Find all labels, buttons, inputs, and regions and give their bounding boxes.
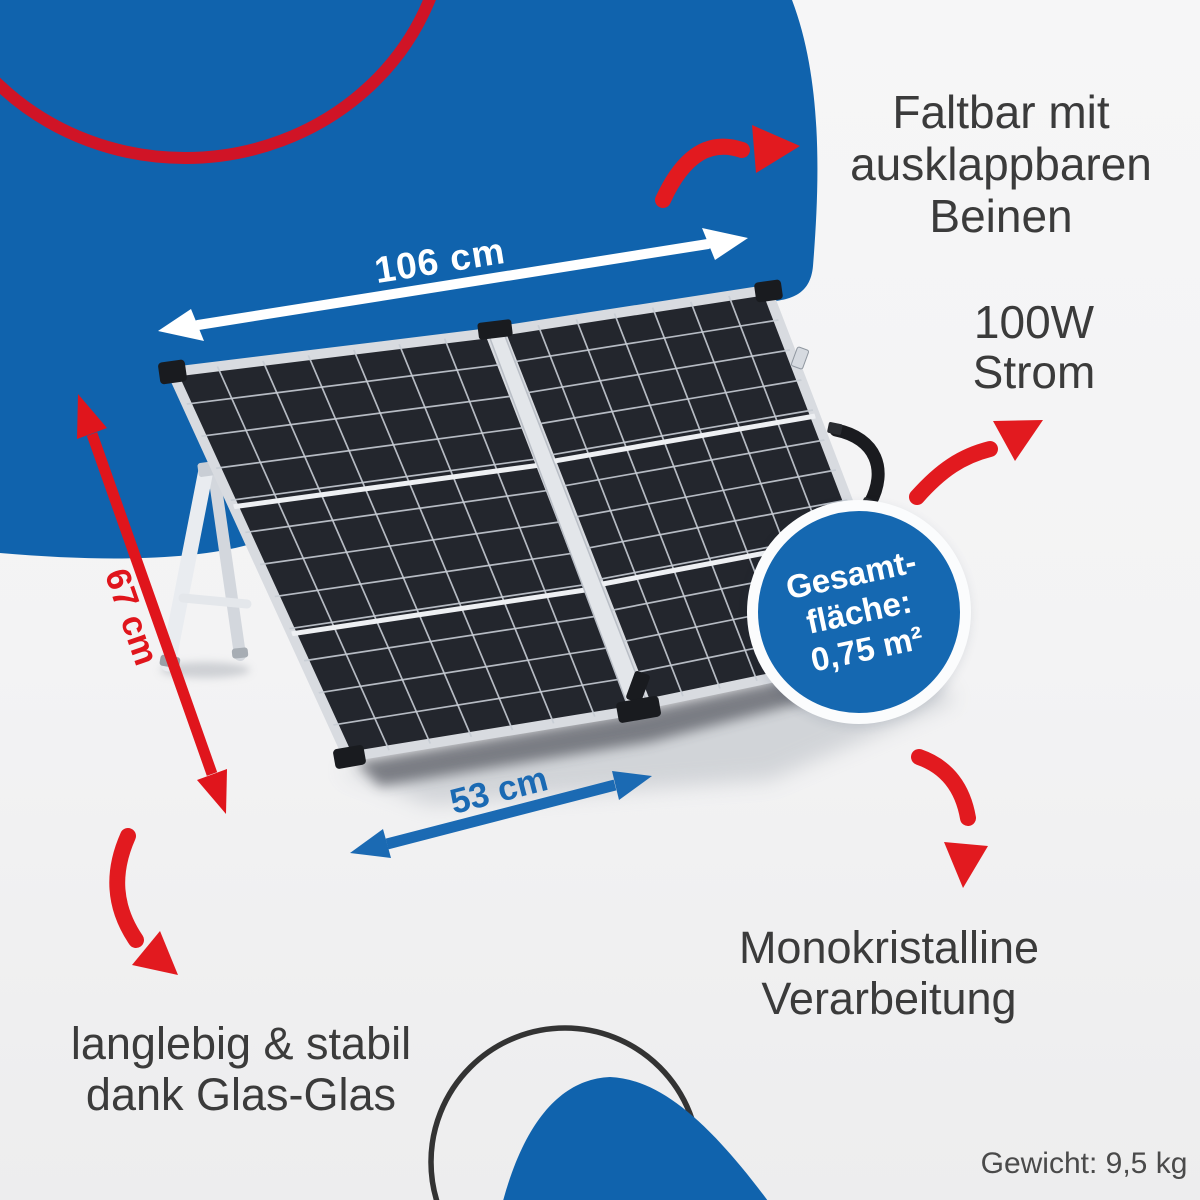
feature-foldable: Faltbar mit ausklappbaren Beinen: [850, 86, 1152, 242]
panel-left-grid: [186, 338, 624, 751]
curved-arrow-bottom-left: [109, 828, 178, 975]
curved-arrow-right: [909, 420, 1043, 505]
width-arrow: [158, 228, 748, 341]
panel-left: [167, 328, 641, 762]
feature-foldable-line2: ausklappbaren: [850, 138, 1152, 190]
feature-foldable-line3: Beinen: [929, 190, 1073, 242]
feature-durable-line2: dank Glas-Glas: [85, 1069, 397, 1120]
height-arrow: [77, 394, 227, 814]
panel-corner-protectors: [158, 279, 783, 769]
red-circle-outline: [0, 0, 436, 164]
depth-arrow: [350, 771, 652, 858]
feature-foldable-line1: Faltbar mit: [892, 86, 1110, 138]
feature-mono-line1: Monokristalline: [738, 922, 1040, 973]
blue-bottom-blob: [503, 1077, 768, 1200]
feature-mono: Monokristalline Verarbeitung: [739, 922, 1039, 1024]
feature-mono-line2: Verarbeitung: [761, 973, 1017, 1024]
feature-power: 100W Strom: [973, 297, 1096, 397]
curved-arrow-top: [655, 125, 800, 208]
total-area-badge-text: Gesamt- fläche: 0,75 m²: [783, 543, 936, 682]
feature-durable: langlebig & stabil dank Glas-Glas: [71, 1018, 411, 1120]
panel-stand-legs: [159, 461, 252, 672]
feature-durable-line1: langlebig & stabil: [70, 1018, 412, 1069]
feature-power-line2: Strom: [972, 346, 1096, 398]
total-area-badge: Gesamt- fläche: 0,75 m²: [747, 500, 971, 724]
weight-label: Gewicht: 9,5 kg: [980, 1147, 1188, 1180]
curved-arrow-bottom-right: [911, 749, 988, 888]
panel-latch: [791, 346, 809, 370]
feature-power-line1: 100W: [973, 296, 1095, 348]
